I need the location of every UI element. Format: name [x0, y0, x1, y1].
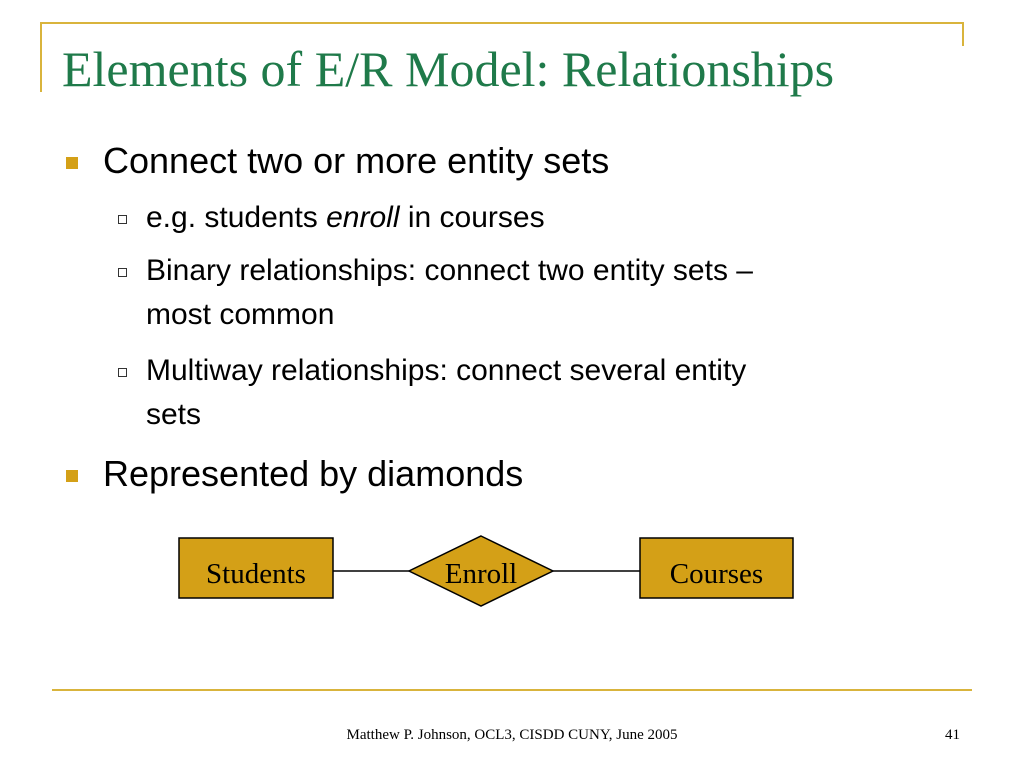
sub-bullet-3-line-1: Multiway relationships: connect several … — [146, 354, 747, 387]
sub-bullet-item-2: Binary relationships: connect two entity… — [146, 249, 753, 337]
bullet-marker — [66, 470, 78, 482]
sub-bullet-2-line-1: Binary relationships: connect two entity… — [146, 254, 753, 287]
bullet-marker — [66, 157, 78, 169]
sub-bullet-1-prefix: e.g. students — [146, 201, 327, 234]
footer-rule — [52, 689, 972, 691]
sub-bullet-marker — [118, 368, 127, 377]
sub-bullet-item-3: Multiway relationships: connect several … — [146, 349, 746, 437]
footer-credit: Matthew P. Johnson, OCL3, CISDD CUNY, Ju… — [346, 727, 678, 743]
sub-bullet-marker — [118, 268, 127, 277]
left-frame-rule — [40, 22, 42, 92]
page-number: 41 — [945, 727, 960, 743]
slide-title: Elements of E/R Model: Relationships — [62, 41, 835, 97]
sub-bullet-marker — [118, 215, 127, 224]
top-frame-rule — [40, 22, 964, 24]
bullet-item-1: Connect two or more entity sets — [103, 140, 610, 181]
sub-bullet-item-1: e.g. students enroll in courses — [146, 196, 545, 240]
bullet-item-2: Represented by diamonds — [103, 453, 524, 494]
sub-bullet-2-line-2: most common — [146, 298, 335, 331]
sub-bullet-1-suffix: in courses — [399, 201, 545, 234]
sub-bullet-1-emphasis: enroll — [326, 201, 400, 234]
sub-bullet-3-line-2: sets — [146, 398, 202, 431]
right-frame-rule — [962, 22, 964, 46]
